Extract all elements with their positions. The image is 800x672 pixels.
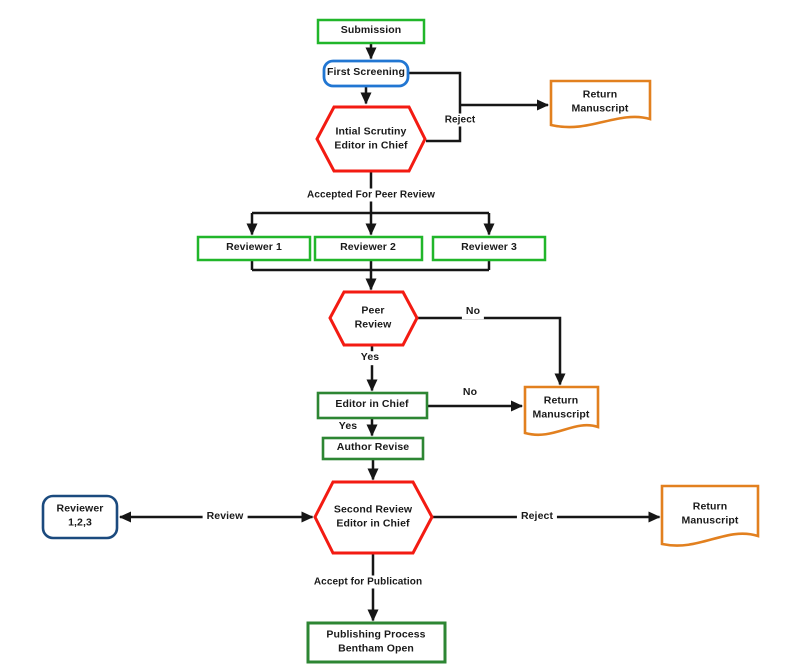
- node-peer-review-hexagon: [328, 290, 419, 347]
- node-return-manuscript-3-label: Return Manuscript: [681, 500, 739, 526]
- edge-label-no-peer: No: [461, 305, 485, 319]
- node-reviewer-3-shape: [431, 235, 547, 262]
- edge-label-reject-bottom: Reject: [516, 510, 558, 524]
- node-publishing-process-label: Publishing Process Bentham Open: [326, 628, 426, 654]
- edge-label-reject-top: Reject: [440, 113, 480, 127]
- node-first-screening-shape: [322, 59, 410, 88]
- edge-label-yes-editor: Yes: [334, 420, 362, 434]
- edge-reject-junction: [408, 71, 462, 143]
- node-return-manuscript-3-document: [660, 484, 760, 547]
- node-reviewer-3-label: Reviewer 3: [461, 241, 517, 254]
- edge-label-no-editor: No: [458, 386, 482, 400]
- node-author-revise-label: Author Revise: [336, 441, 410, 454]
- node-return-manuscript-1-label: Return Manuscript: [571, 88, 629, 114]
- node-return-manuscript-2-document: [523, 385, 600, 436]
- node-reviewer-1-label: Reviewer 1: [226, 241, 282, 254]
- node-submission-label: Submission: [340, 24, 402, 37]
- node-reviewer-2-shape: [313, 235, 424, 262]
- node-author-revise-shape: [321, 436, 425, 461]
- node-first-screening-label: First Screening: [327, 66, 405, 79]
- edge-label-accept-for-publication: Accept for Publication: [309, 575, 427, 589]
- node-editor-in-chief-shape: [316, 391, 429, 420]
- node-reviewer-123-shape: [41, 494, 119, 540]
- node-second-review-hexagon: [313, 480, 434, 555]
- node-second-review-label: Second Review Editor in Chief: [333, 503, 413, 529]
- node-publishing-process-shape: [306, 621, 447, 664]
- edge-label-accepted-for-peer-review: Accepted For Peer Review: [302, 188, 440, 202]
- edge-label-yes-peer: Yes: [356, 351, 384, 365]
- node-reviewer-2-label: Reviewer 2: [340, 241, 396, 254]
- node-return-manuscript-2-label: Return Manuscript: [532, 394, 590, 420]
- node-initial-scrutiny-label: Intial Scrutiny Editor in Chief: [334, 125, 408, 151]
- node-initial-scrutiny-hexagon: [315, 105, 427, 173]
- node-return-manuscript-1-document: [549, 79, 652, 129]
- node-peer-review-label: Peer Review: [354, 304, 392, 330]
- node-submission-shape: [316, 18, 426, 45]
- edge-label-review: Review: [202, 510, 248, 524]
- edge-peer-no-to-return-2: [417, 316, 566, 386]
- node-editor-in-chief-label: Editor in Chief: [335, 398, 409, 411]
- node-reviewer-1-shape: [196, 235, 312, 262]
- node-reviewer-123-label: Reviewer 1,2,3: [56, 502, 104, 528]
